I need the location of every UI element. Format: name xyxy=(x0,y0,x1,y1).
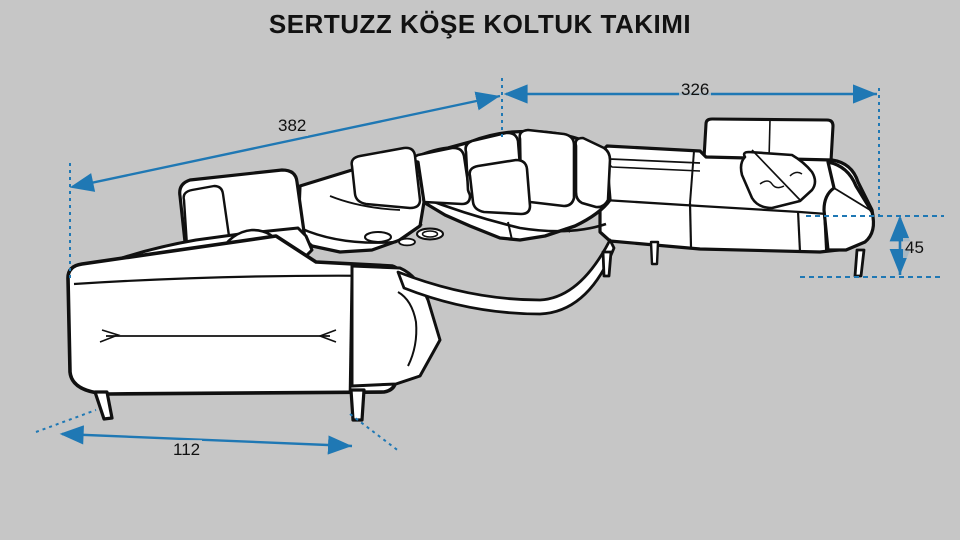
dimension-label-326: 326 xyxy=(679,80,712,100)
lower-front-skirt xyxy=(396,238,616,316)
center-backrest-panel xyxy=(350,146,422,210)
page-title: SERTUZZ KÖŞE KOLTUK TAKIMI xyxy=(268,9,692,39)
dimension-line-112 xyxy=(59,425,353,455)
corner-back-cushions xyxy=(410,128,612,216)
right-headrest xyxy=(702,117,835,163)
dimension-label-112: 112 xyxy=(171,440,203,460)
metal-legs xyxy=(93,240,866,422)
dimension-label-382: 382 xyxy=(276,116,309,136)
throw-pillow-right xyxy=(739,149,817,210)
left-arm-block xyxy=(66,234,402,396)
sofa-illustration xyxy=(66,117,876,422)
ext-line-bottom-left-b xyxy=(349,413,401,453)
right-armrest xyxy=(822,160,876,252)
dimension-line-382 xyxy=(69,91,501,192)
ext-line-bottom-left-a xyxy=(35,409,97,433)
dimension-label-45: 45 xyxy=(903,238,926,258)
